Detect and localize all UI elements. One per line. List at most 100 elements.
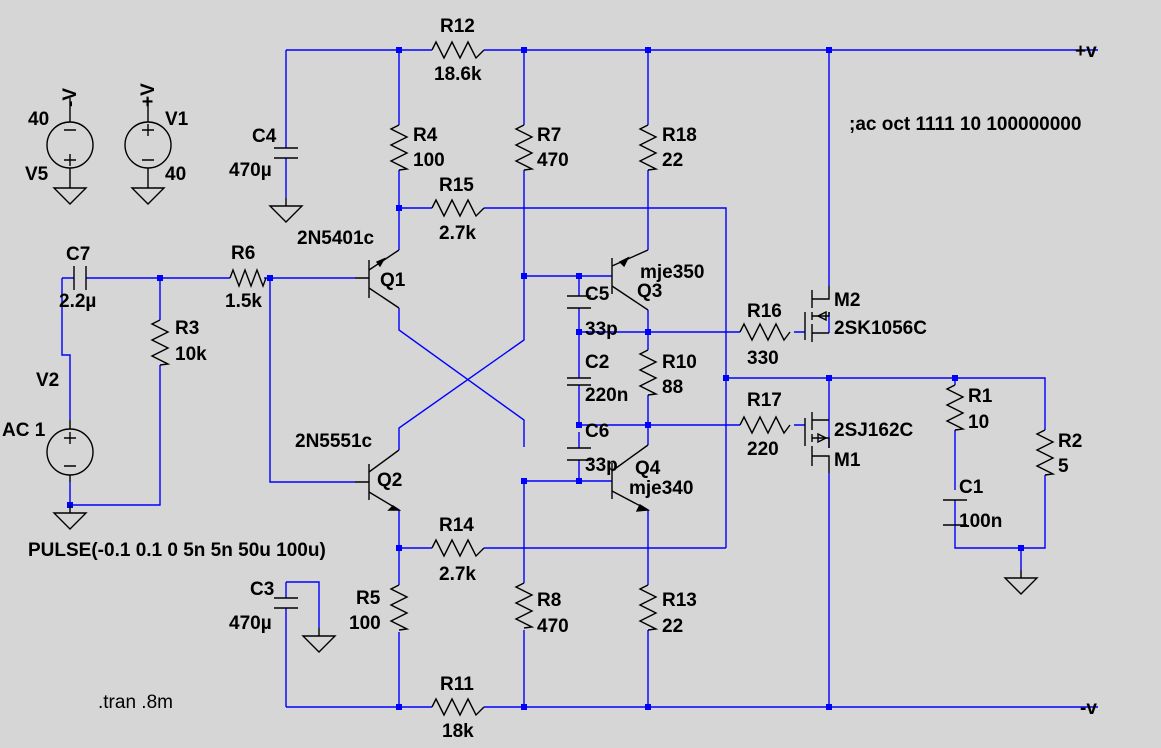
- q1-model: 2N5401c: [297, 228, 375, 249]
- q1-name: Q1: [380, 270, 406, 291]
- c1-symbol: [943, 499, 967, 526]
- q4-transistor-icon: [611, 444, 651, 512]
- m2-model: 2SK1056C: [834, 318, 927, 339]
- c1-name: C1: [959, 477, 984, 498]
- r8-name: R8: [537, 590, 561, 611]
- v5-source-icon: [46, 98, 94, 180]
- c7-value: 2.2µ: [59, 291, 96, 312]
- r7-symbol: [514, 124, 535, 171]
- r17-value: 220: [747, 439, 779, 460]
- r3-value: 10k: [175, 344, 207, 365]
- q1-transistor-icon: [355, 249, 400, 309]
- r1-symbol: [945, 384, 966, 431]
- neg-rail-label: -v: [1080, 698, 1097, 719]
- v1-rail-label: +V: [138, 83, 159, 107]
- r13-symbol: [638, 584, 659, 631]
- q2-name: Q2: [377, 470, 402, 491]
- c6-symbol: [567, 447, 591, 461]
- c5-symbol: [567, 295, 591, 309]
- q4-name: Q4: [635, 458, 661, 479]
- r15-value: 2.7k: [439, 223, 476, 244]
- r13-value: 22: [662, 616, 683, 637]
- c1-value: 100n: [959, 511, 1002, 532]
- c6-value: 33p: [585, 455, 618, 476]
- tran-directive: .tran .8m: [98, 692, 173, 713]
- q3-transistor-icon: [611, 249, 649, 311]
- r7-name: R7: [537, 125, 561, 146]
- r14-name: R14: [439, 515, 474, 536]
- ac-directive: ;ac oct 1111 10 100000000: [849, 114, 1081, 135]
- r1-name: R1: [968, 386, 993, 407]
- m2-mosfet-icon: [804, 286, 830, 342]
- ground-icons: [53, 179, 1038, 653]
- r18-name: R18: [662, 125, 697, 146]
- junctions: [67, 47, 1024, 710]
- c6-name: C6: [585, 421, 609, 442]
- r10-symbol: [638, 349, 659, 396]
- v5-name: V5: [25, 164, 49, 185]
- c3-value: 470µ: [229, 613, 272, 634]
- r5-symbol: [389, 584, 410, 631]
- v2-pulse: PULSE(-0.1 0.1 0 5n 5n 50u 100u): [28, 540, 326, 561]
- r8-symbol: [514, 582, 535, 629]
- r16-name: R16: [747, 301, 782, 322]
- pos-rail-label: +v: [1075, 41, 1097, 62]
- m1-mosfet-icon: [804, 412, 830, 473]
- r10-value: 88: [662, 377, 683, 398]
- r11-value: 18k: [442, 721, 474, 742]
- c7-name: C7: [66, 244, 90, 265]
- q2-transistor-icon: [355, 449, 402, 511]
- c2-name: C2: [585, 352, 609, 373]
- q4-model: mje340: [629, 478, 693, 499]
- v2-name: V2: [36, 370, 59, 391]
- r12-value: 18.6k: [434, 64, 482, 85]
- r16-value: 330: [747, 348, 779, 369]
- v5-rail-label: -V: [60, 88, 81, 107]
- r2-symbol: [1035, 429, 1056, 476]
- r10-name: R10: [662, 352, 697, 373]
- r3-symbol: [150, 319, 171, 366]
- v1-name: V1: [165, 109, 189, 130]
- v2-source-icon: [46, 420, 94, 482]
- v5-value: 40: [28, 109, 49, 130]
- r4-symbol: [389, 124, 410, 171]
- m1-model: 2SJ162C: [834, 420, 914, 441]
- c5-value: 33p: [585, 319, 618, 340]
- r12-symbol: [431, 40, 485, 60]
- c4-name: C4: [252, 126, 277, 147]
- q2-model: 2N5551c: [295, 431, 373, 452]
- wires: [61, 49, 1098, 708]
- c2-value: 220n: [585, 385, 628, 406]
- m1-name: M1: [834, 450, 861, 471]
- r16-symbol: [739, 322, 791, 342]
- q3-model: mje350: [640, 262, 704, 283]
- c4-symbol: [274, 147, 298, 159]
- c3-symbol: [274, 597, 298, 609]
- c3-name: C3: [250, 579, 274, 600]
- r12-name: R12: [440, 16, 475, 37]
- c5-name: C5: [585, 284, 610, 305]
- r15-name: R15: [439, 175, 474, 196]
- v2-value: AC 1: [2, 420, 46, 441]
- r14-symbol: [431, 538, 485, 558]
- r18-value: 22: [662, 150, 683, 171]
- r2-value: 5: [1058, 456, 1069, 477]
- r14-value: 2.7k: [439, 564, 476, 585]
- r11-symbol: [431, 697, 485, 717]
- r8-value: 470: [537, 616, 569, 637]
- r4-name: R4: [413, 125, 438, 146]
- r6-name: R6: [231, 243, 255, 264]
- r17-symbol: [739, 415, 791, 435]
- r3-name: R3: [175, 318, 199, 339]
- r6-symbol: [229, 268, 267, 288]
- r17-name: R17: [747, 390, 782, 411]
- m2-name: M2: [834, 290, 860, 311]
- r18-symbol: [638, 124, 659, 171]
- r1-value: 10: [968, 412, 989, 433]
- c7-symbol: [73, 266, 87, 290]
- r5-value: 100: [349, 613, 381, 634]
- r11-name: R11: [440, 674, 474, 695]
- r2-name: R2: [1058, 431, 1082, 452]
- r15-symbol: [431, 198, 485, 218]
